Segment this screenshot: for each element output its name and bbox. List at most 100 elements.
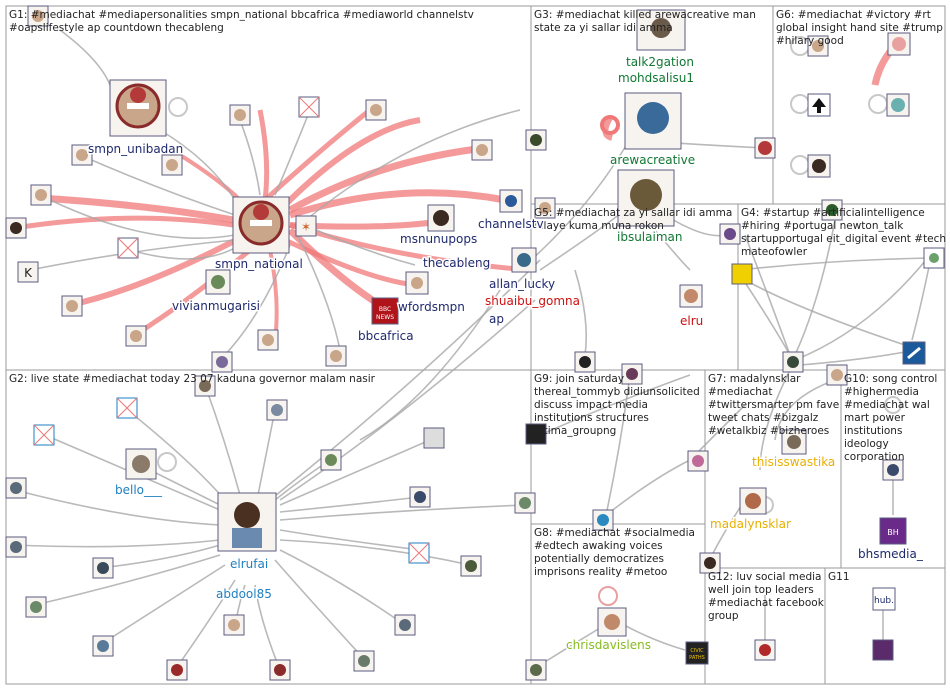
avatar[interactable]	[25, 596, 47, 618]
avatar[interactable]	[525, 659, 547, 681]
avatar[interactable]	[223, 614, 245, 636]
avatar[interactable]	[166, 659, 188, 681]
avatar[interactable]	[923, 247, 945, 269]
avatar[interactable]	[514, 492, 536, 514]
label-mohdsalisu1[interactable]: mohdsalisu1	[617, 70, 696, 87]
broken-image-icon[interactable]	[408, 542, 430, 564]
avatar[interactable]	[30, 184, 52, 206]
avatar[interactable]	[826, 364, 848, 386]
label-vivianmugarisi[interactable]: vivianmugarisi	[171, 298, 262, 315]
avatar[interactable]	[125, 448, 157, 480]
avatar[interactable]	[782, 351, 804, 373]
avatar[interactable]	[5, 477, 27, 499]
label-channelstv[interactable]: channelstv	[477, 216, 546, 233]
label-smpn-unibadan[interactable]: smpn_unibadan	[87, 141, 185, 158]
label-wfordsmpn[interactable]: wfordsmpn	[397, 299, 467, 316]
label-ibsulaiman[interactable]: ibsulaiman	[616, 229, 684, 246]
avatar[interactable]	[739, 487, 767, 515]
avatar[interactable]	[353, 650, 375, 672]
avatar[interactable]	[92, 635, 114, 657]
arrow-up-icon[interactable]	[807, 93, 831, 117]
avatar[interactable]	[902, 341, 926, 365]
avatar[interactable]	[731, 263, 753, 285]
avatar[interactable]	[754, 137, 776, 159]
label-elru[interactable]: elru	[679, 313, 705, 330]
avatar[interactable]	[872, 639, 894, 661]
avatar[interactable]	[405, 271, 429, 295]
label-shuaibu-gomna[interactable]: shuaibu_gomna	[484, 293, 582, 310]
label-abdool85[interactable]: abdool85	[215, 586, 274, 603]
avatar[interactable]	[194, 375, 216, 397]
label-thecableng[interactable]: thecableng	[422, 255, 492, 272]
avatar[interactable]	[887, 32, 911, 56]
avatar[interactable]	[617, 169, 675, 227]
hub-logo-icon[interactable]: hub.	[872, 587, 896, 611]
avatar[interactable]	[320, 449, 342, 471]
avatar[interactable]	[205, 269, 231, 295]
label-ap[interactable]: ap	[488, 311, 506, 328]
avatar[interactable]	[574, 351, 596, 373]
broken-image-icon[interactable]	[298, 96, 320, 118]
avatar[interactable]	[71, 144, 93, 166]
label-smpn-national[interactable]: smpn_national	[214, 256, 305, 273]
label-bbcafrica[interactable]: bbcafrica	[357, 328, 416, 345]
label-allan-lucky[interactable]: allan_lucky	[488, 276, 557, 293]
avatar[interactable]	[211, 351, 233, 373]
avatar[interactable]	[394, 614, 416, 636]
avatar[interactable]	[534, 197, 556, 219]
avatar[interactable]	[499, 189, 523, 213]
avatar[interactable]	[5, 536, 27, 558]
avatar[interactable]	[427, 204, 455, 232]
avatar[interactable]	[597, 607, 627, 637]
avatar[interactable]	[423, 427, 445, 449]
avatar[interactable]	[325, 345, 347, 367]
avatar[interactable]	[511, 247, 537, 273]
avatar[interactable]	[409, 486, 431, 508]
label-bhsmedia[interactable]: bhsmedia_	[857, 546, 926, 563]
label-elrufai[interactable]: elrufai	[229, 556, 270, 573]
avatar[interactable]	[266, 399, 288, 421]
label-chrisdavislens[interactable]: chrisdavislens	[565, 637, 653, 654]
avatar[interactable]: BH	[879, 517, 907, 545]
avatar[interactable]	[719, 223, 741, 245]
avatar[interactable]	[257, 329, 279, 351]
avatar[interactable]	[679, 284, 703, 308]
avatar[interactable]	[5, 217, 27, 239]
avatar[interactable]	[781, 429, 807, 455]
avatar[interactable]	[807, 35, 829, 57]
avatar[interactable]	[636, 9, 686, 51]
avatar[interactable]	[754, 639, 776, 661]
avatar[interactable]	[27, 5, 49, 27]
avatar[interactable]	[525, 423, 547, 445]
avatar[interactable]	[92, 557, 114, 579]
avatar[interactable]	[365, 99, 387, 121]
avatar[interactable]	[229, 104, 251, 126]
avatar[interactable]	[161, 154, 183, 176]
broken-image-icon[interactable]	[33, 424, 55, 446]
broken-image-icon[interactable]	[116, 397, 138, 419]
label-bello[interactable]: bello___	[114, 482, 165, 499]
avatar[interactable]	[592, 509, 614, 531]
avatar[interactable]: ✶	[295, 215, 317, 237]
avatar[interactable]	[61, 295, 83, 317]
avatar[interactable]	[886, 93, 910, 117]
avatar[interactable]	[621, 363, 643, 385]
label-arewacreative[interactable]: arewacreative	[609, 152, 697, 169]
avatar[interactable]	[882, 459, 904, 481]
avatar[interactable]	[624, 92, 682, 150]
avatar[interactable]	[821, 199, 843, 221]
avatar[interactable]	[471, 139, 493, 161]
avatar[interactable]	[217, 492, 277, 552]
label-msnunupops[interactable]: msnunupops	[399, 231, 479, 248]
label-talk2gation[interactable]: talk2gation	[625, 54, 696, 71]
label-thisisswastika[interactable]: thisisswastika	[751, 454, 837, 471]
smpn-logo-icon[interactable]	[232, 196, 290, 254]
avatar[interactable]	[525, 129, 547, 151]
avatar[interactable]	[687, 450, 709, 472]
avatar[interactable]	[125, 325, 147, 347]
avatar[interactable]: K	[17, 261, 39, 283]
avatar[interactable]	[699, 552, 721, 574]
label-madalynsklar[interactable]: madalynsklar	[709, 516, 793, 533]
